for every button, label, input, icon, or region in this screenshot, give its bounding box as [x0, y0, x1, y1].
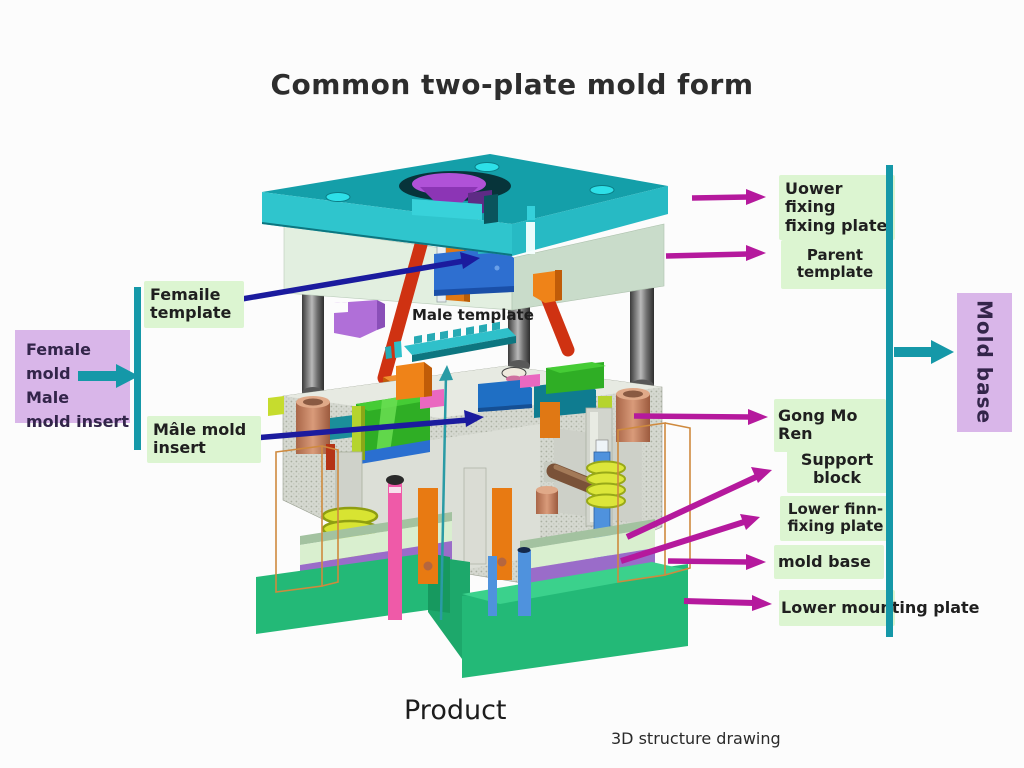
- page-title: Common two-plate mold form: [270, 68, 754, 101]
- sprue-bushing-funnel: [399, 171, 511, 224]
- label-group-female-male-insert: Female mold Male mold insert: [15, 330, 130, 431]
- navy-leader-arrow: [235, 252, 484, 441]
- orange-clamp-side: [555, 270, 562, 301]
- white-slot: [526, 222, 535, 254]
- label-upper-fixing-plate: Uower fixing fixing plate: [779, 175, 895, 241]
- caption-3d-structure: 3D structure drawing: [611, 729, 781, 748]
- label-gong-mo-ren: Gong Mo Ren: [774, 399, 886, 452]
- left-bracket-bar: [134, 287, 141, 450]
- lower-mold-half: [256, 362, 691, 678]
- label-product: Product: [404, 695, 507, 726]
- top-clamp-plate: [262, 154, 668, 256]
- label-mold-base: mold base: [774, 545, 884, 580]
- label-male-template: Male template: [412, 306, 534, 324]
- label-support-block: Support block: [787, 446, 887, 493]
- label-lower-mounting-plate: Lower mounting plate: [779, 590, 980, 627]
- product-part-comb: [385, 321, 516, 362]
- label-parent-template: Parent template: [781, 240, 889, 289]
- product-pointer-arrow: [439, 365, 453, 621]
- label-mold-base-vertical: Mold base: [957, 293, 1012, 432]
- annotation-arrows: [235, 189, 772, 621]
- purple-latch-block: [334, 300, 385, 338]
- orange-clamp: [533, 270, 562, 303]
- label-female-template: Femaile template: [144, 281, 244, 328]
- magenta-leader-arrow: [620, 189, 772, 611]
- label-male-mold-insert: Mâle mold insert: [147, 416, 261, 463]
- upper-mold-half: [262, 154, 668, 399]
- ejector-rods: [386, 475, 531, 620]
- right-bracket-bar: [886, 165, 893, 637]
- cooling-port: [527, 206, 535, 220]
- label-lower-fin-fixing-plate: Lower finn- fixing plate: [780, 496, 891, 541]
- wireframe-box: [275, 422, 691, 593]
